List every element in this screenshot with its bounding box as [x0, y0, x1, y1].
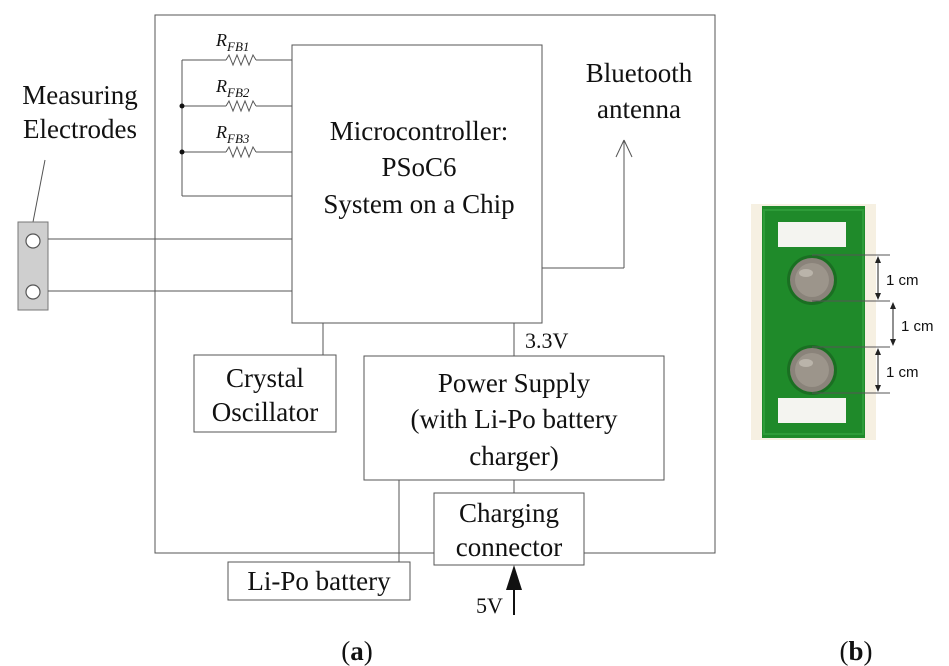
- power-supply-label-line3: charger): [469, 441, 558, 471]
- electrode-disc-bottom: [787, 345, 837, 395]
- crystal-label-line1: Crystal: [226, 363, 304, 393]
- panel-b-electrode-photo: 1 cm 1 cm 1 cm (b): [751, 204, 934, 666]
- caption-b: (b): [839, 636, 872, 666]
- bluetooth-label-line1: Bluetooth: [586, 58, 693, 88]
- dimension-label-3: 1 cm: [886, 364, 919, 381]
- antenna-icon: [615, 139, 633, 268]
- panel-a-block-diagram: Measuring Electrodes Microcontroller: PS…: [17, 14, 716, 666]
- power-supply-label-line1: Power Supply: [438, 368, 591, 398]
- feedback-resistor-network: RFB1 RFB2 RFB3: [179, 30, 292, 197]
- pcb-pad-top: [778, 222, 846, 247]
- resistor-fb3-label: RFB3: [215, 122, 250, 146]
- bluetooth-label-line2: antenna: [597, 94, 681, 124]
- microcontroller-label-line2: PSoC6: [381, 152, 456, 182]
- junction-dot-fb3: [179, 149, 185, 155]
- resistor-fb2-symbol: [225, 99, 257, 113]
- electrodes-pointer-line: [32, 159, 46, 223]
- electrode-2: [25, 284, 41, 300]
- lipo-battery-box: [227, 561, 411, 601]
- voltage-3v3-label: 3.3V: [525, 328, 569, 353]
- power-supply-box: [363, 355, 665, 481]
- microcontroller-box: [291, 44, 543, 324]
- junction-dot-fb2: [179, 103, 185, 109]
- dimension-label-2: 1 cm: [901, 318, 934, 335]
- power-supply-label-line2: (with Li-Po battery: [411, 404, 618, 434]
- voltage-5v-label: 5V: [476, 593, 503, 618]
- measuring-electrodes-label-line1: Measuring: [22, 80, 137, 110]
- charging-connector-label-line2: connector: [456, 532, 562, 562]
- lipo-battery-label: Li-Po battery: [247, 566, 391, 596]
- pcb-highlight: [763, 209, 864, 435]
- crystal-label-line2: Oscillator: [212, 397, 318, 427]
- input-5v-arrowhead: [506, 565, 522, 590]
- electrode-1: [25, 233, 41, 249]
- caption-a: (a): [341, 636, 373, 666]
- charging-connector-box: [433, 492, 585, 566]
- charging-connector-label-line1: Charging: [459, 498, 559, 528]
- crystal-oscillator-box: [193, 354, 337, 433]
- pcb-pad-bottom: [778, 398, 846, 423]
- resistor-fb2-label: RFB2: [215, 76, 250, 100]
- resistor-fb1-symbol: [225, 53, 257, 67]
- electrode-disc-top: [787, 255, 837, 305]
- measuring-electrodes-label-line2: Electrodes: [23, 114, 137, 144]
- resistor-fb1-label: RFB1: [215, 30, 249, 54]
- microcontroller-label-line1: Microcontroller:: [330, 116, 508, 146]
- microcontroller-label-line3: System on a Chip: [323, 189, 514, 219]
- dimension-label-1: 1 cm: [886, 272, 919, 289]
- resistor-fb3-symbol: [225, 145, 257, 159]
